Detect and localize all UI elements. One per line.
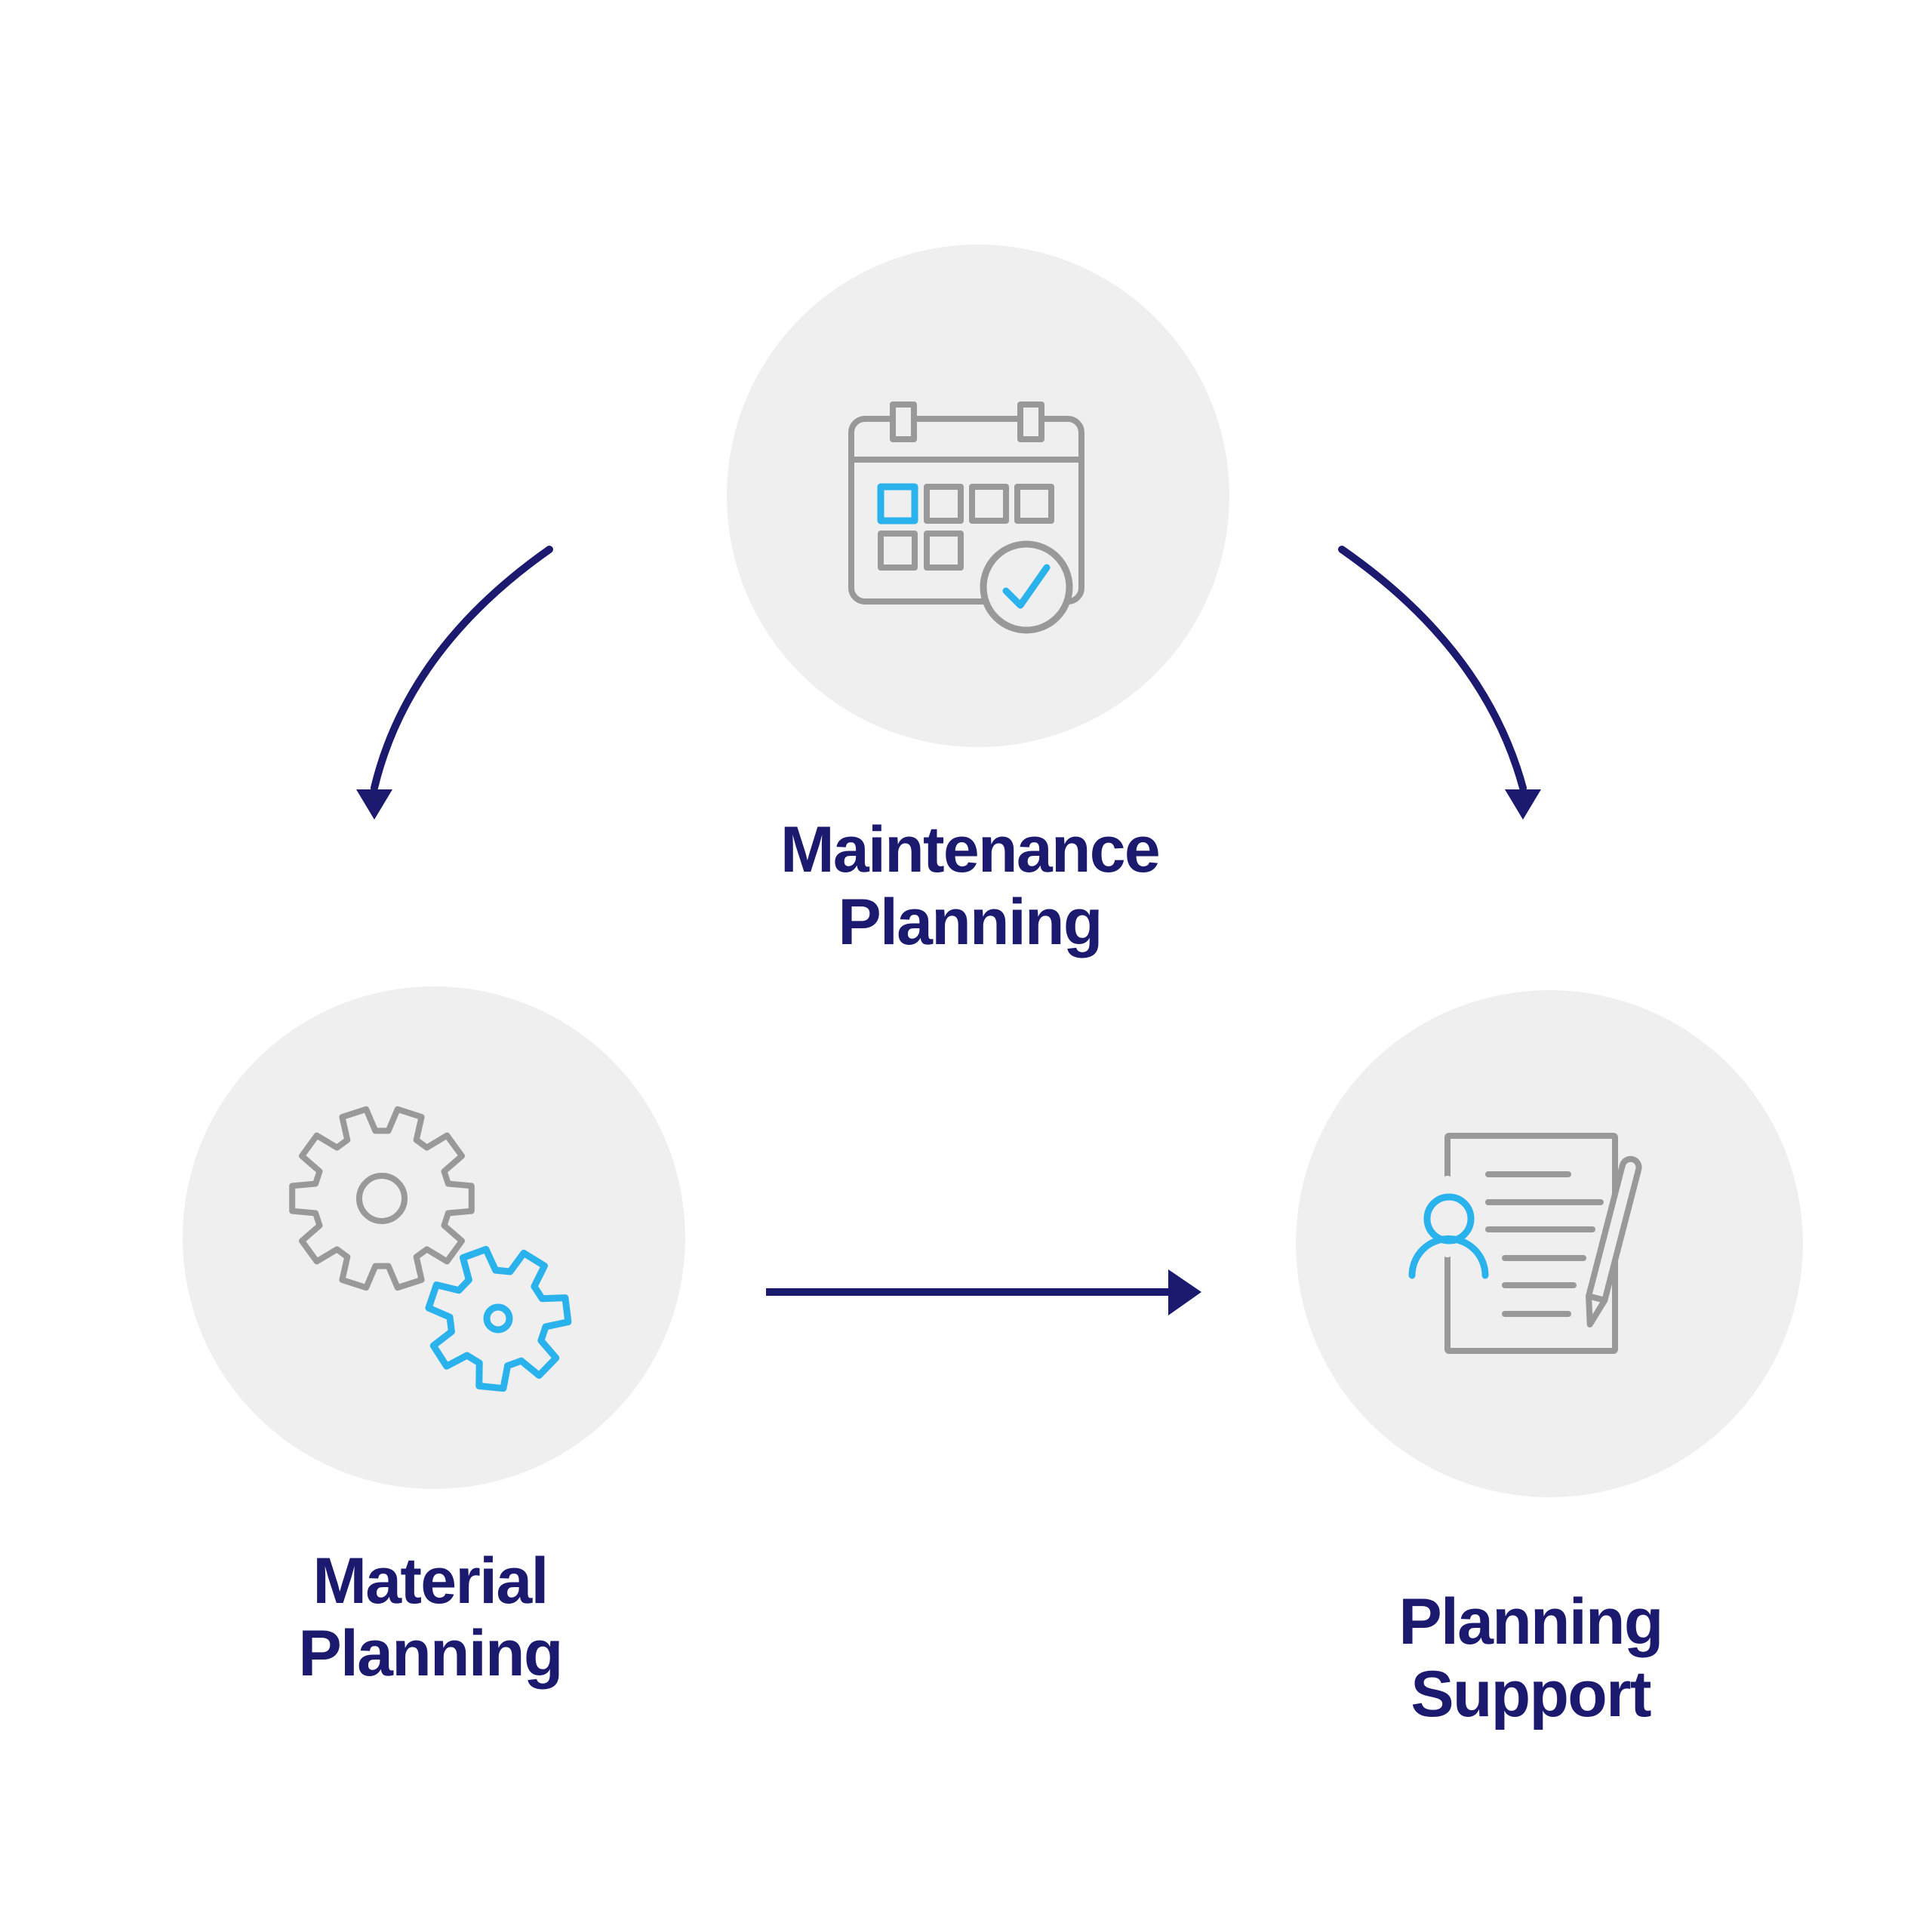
small-gear bbox=[425, 1245, 572, 1392]
node-label-planning-support: Planning Support bbox=[1398, 1586, 1663, 1730]
calendar-tab bbox=[1017, 401, 1044, 442]
straight-arrow-material-to-support bbox=[766, 1269, 1201, 1315]
check-circle bbox=[980, 540, 1073, 634]
node-label-material-planning: Material Planning bbox=[298, 1545, 563, 1690]
curved-arrow-maintenance-to-support bbox=[1338, 546, 1541, 820]
document-person-pen-icon bbox=[1408, 1133, 1642, 1354]
curved-arrow-maintenance-to-material bbox=[356, 546, 553, 820]
node-circle-material-planning bbox=[183, 986, 685, 1489]
calendar-day-highlighted bbox=[877, 483, 918, 525]
calendar-tab bbox=[890, 401, 917, 442]
person-icon bbox=[1408, 1193, 1489, 1279]
node-circle-maintenance-planning bbox=[727, 245, 1229, 747]
node-label-maintenance-planning: Maintenance Planning bbox=[780, 814, 1161, 958]
arrowhead-right bbox=[1168, 1269, 1201, 1315]
document-text-lines bbox=[1485, 1171, 1604, 1317]
pen-icon bbox=[1586, 1155, 1642, 1327]
arrowhead-down bbox=[356, 789, 392, 820]
large-gear bbox=[289, 1106, 475, 1291]
check-mark bbox=[1002, 564, 1051, 609]
arrowhead-down bbox=[1505, 789, 1541, 820]
gears-icon bbox=[289, 1106, 572, 1392]
node-circle-planning-support bbox=[1296, 990, 1803, 1497]
calendar-check-icon bbox=[848, 401, 1084, 634]
